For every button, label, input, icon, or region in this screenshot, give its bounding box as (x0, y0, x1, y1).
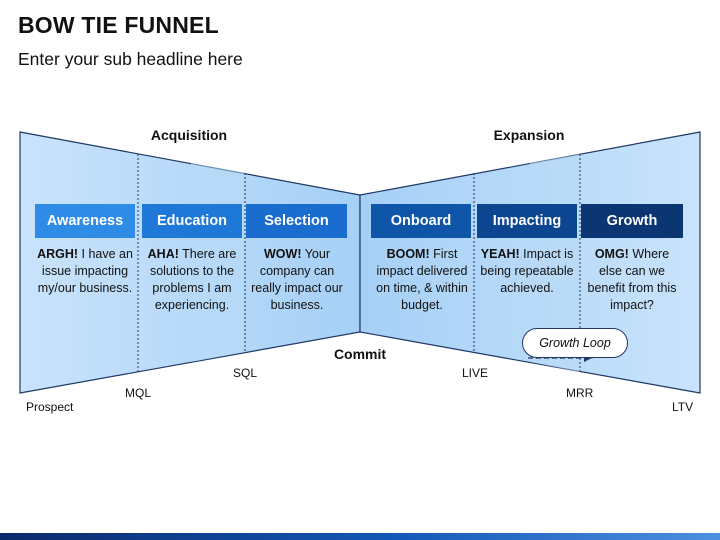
acquisition-label: Acquisition (150, 127, 228, 143)
stage-impacting: Impacting (477, 204, 577, 238)
page-subtitle: Enter your sub headline here (18, 49, 243, 69)
description-text: Impact is being repeatable achieved. (480, 247, 574, 295)
stage-description: AHA! There are solutions to the problems… (143, 246, 241, 314)
stage-description: OMG! Where else can we benefit from this… (586, 246, 678, 314)
stage-awareness: Awareness (35, 204, 135, 238)
stage-selection: Selection (246, 204, 347, 238)
marker-mrr: MRR (566, 386, 594, 400)
bottom-accent-bar (0, 533, 720, 540)
description-text: Where else can we benefit from this impa… (587, 247, 677, 312)
marker-prospect: Prospect (26, 400, 74, 414)
description-text: There are solutions to the problems I am… (149, 247, 237, 312)
exclaim-text: BOOM! (386, 247, 430, 261)
stage-growth: Growth (581, 204, 683, 238)
stage-onboard: Onboard (371, 204, 471, 238)
stage-description: WOW! Your company can really impact our … (250, 246, 344, 314)
marker-ltv: LTV (672, 400, 694, 414)
description-text: First impact delivered on time, & within… (376, 247, 468, 312)
description-text: Your company can really impact our busin… (251, 247, 343, 312)
commit-label: Commit (333, 346, 387, 362)
description-text: I have an issue impacting my/our busines… (37, 247, 133, 295)
stage-description: ARGH! I have an issue impacting my/our b… (36, 246, 134, 297)
expansion-label: Expansion (493, 127, 565, 143)
exclaim-text: OMG! (594, 247, 629, 261)
marker-live: LIVE (462, 366, 489, 380)
page-title: BOW TIE FUNNEL (18, 12, 219, 38)
stage-description: YEAH! Impact is being repeatable achieve… (479, 246, 575, 297)
exclaim-text: ARGH! (37, 247, 79, 261)
exclaim-text: WOW! (264, 247, 302, 261)
marker-mql: MQL (125, 386, 152, 400)
growth-loop-label: Growth Loop (522, 328, 628, 358)
stage-education: Education (142, 204, 242, 238)
marker-sql: SQL (233, 366, 258, 380)
exclaim-text: AHA! (147, 247, 179, 261)
exclaim-text: YEAH! (480, 247, 520, 261)
stage-description: BOOM! First impact delivered on time, & … (376, 246, 468, 314)
